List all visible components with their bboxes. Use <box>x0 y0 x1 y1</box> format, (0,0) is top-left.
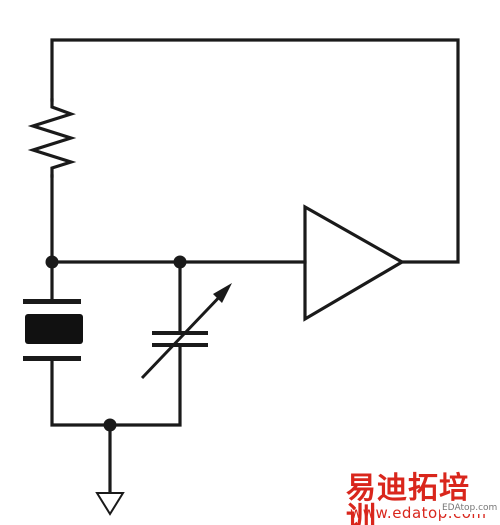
watermark-tag: EDAtop.com <box>440 503 500 514</box>
variable-arrow-line <box>140 288 228 380</box>
buffer-amplifier <box>303 204 406 322</box>
crystal-body <box>25 314 83 344</box>
cap-top-plate <box>152 331 208 335</box>
crystal-top-plate <box>23 299 81 304</box>
variable-arrow-head <box>213 283 232 303</box>
watermark-brand: 易迪拓培训 <box>346 471 470 525</box>
crystal-bottom-lead <box>50 358 112 427</box>
resistor <box>27 98 77 178</box>
cap-bottom-lead <box>108 344 182 427</box>
feedback-wire <box>50 38 460 264</box>
ground-icon <box>95 492 125 516</box>
